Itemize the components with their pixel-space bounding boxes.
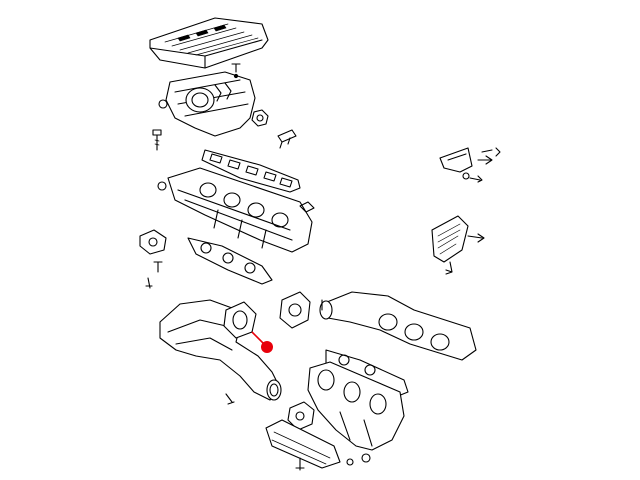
flange-gasket [279,291,311,329]
heat-shield [431,215,485,275]
heat-shield-lower [265,419,341,469]
bolt [152,129,162,151]
flange-gasket-small [287,401,315,431]
heat-shield-bracket [439,147,501,183]
exhaust-manifold-gasket [187,237,273,285]
engine-top-cover [149,17,269,69]
intake-manifold-gasket [201,149,301,193]
part-callout [251,331,273,353]
stud-bolts [145,261,163,289]
lower-intake-manifold [157,167,315,253]
exhaust-manifold-lower [307,349,409,466]
crossover-pipe-right [319,291,477,361]
mounting-bolts [225,299,323,471]
callout-dot [261,341,273,353]
sensor-plug [277,129,297,149]
exhaust-y-pipe [159,299,282,401]
upper-intake-plenum [158,63,269,137]
egr-flange [139,229,167,255]
